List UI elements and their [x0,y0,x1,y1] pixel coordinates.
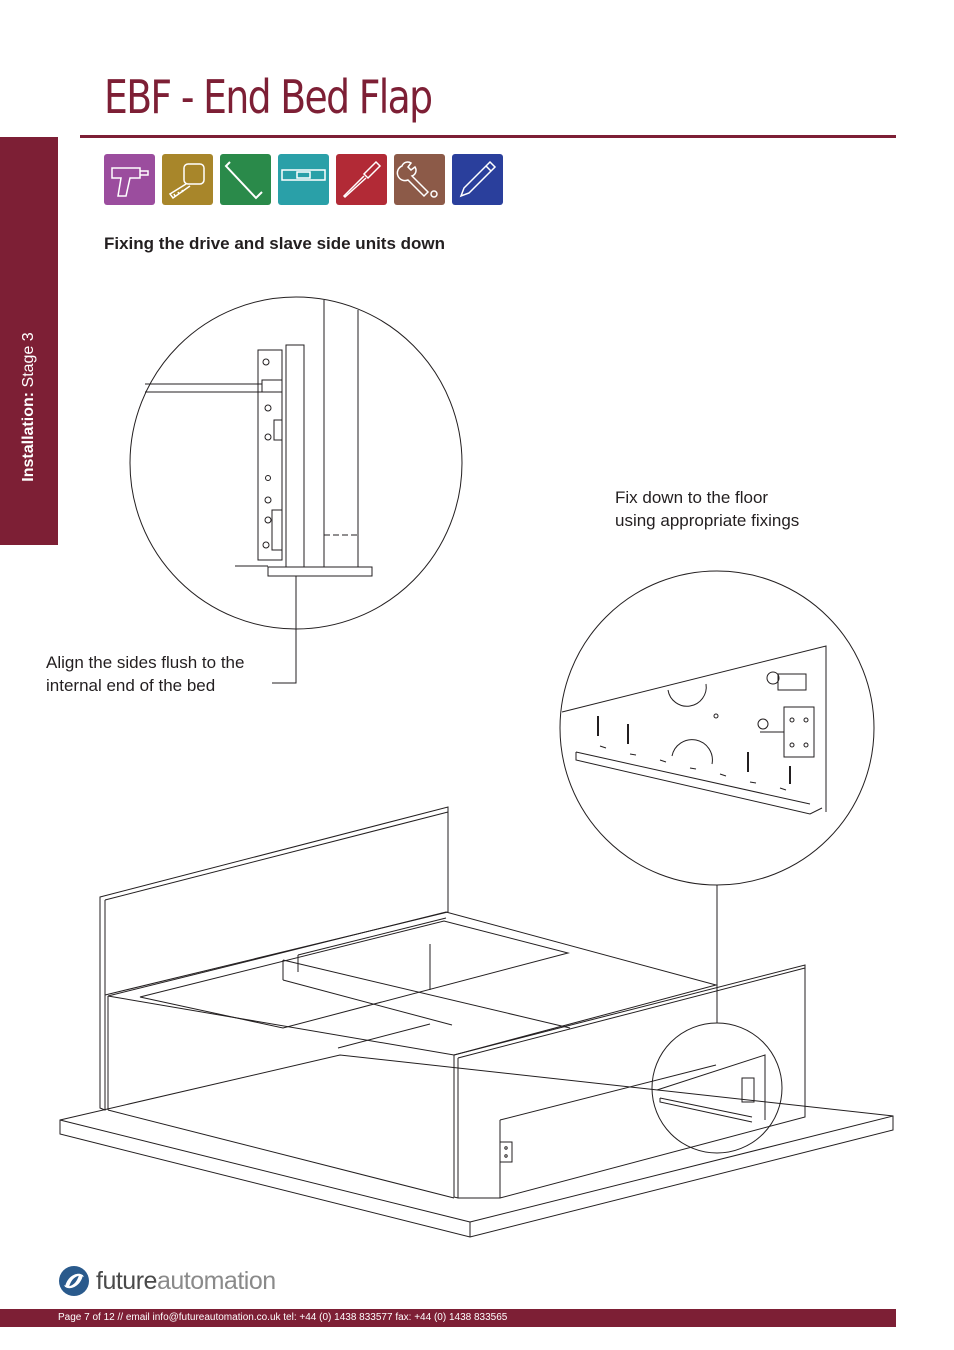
floor-base [59,1054,894,1238]
logo-text-future: future [96,1266,157,1295]
company-logo: futureautomation [56,1263,276,1299]
title-rule [80,135,896,138]
spirit-level-icon [278,154,329,205]
callout-fix-floor-line2: using appropriate fixings [615,511,800,530]
callout-align-flush-line2: internal end of the bed [46,676,216,695]
logo-text: futureautomation [96,1267,276,1296]
callout-align-flush-line1: Align the sides flush to the [46,653,245,672]
screwdriver-icon [336,154,387,205]
footer-contact-text: Page 7 of 12 // email info@futureautomat… [58,1312,508,1323]
spanner-icon [394,154,445,205]
footer-bar: Page 7 of 12 // email info@futureautomat… [0,1309,896,1327]
detail-circle-fixings [559,570,875,886]
logo-swirl-icon [59,1266,89,1296]
detail-circle-small [651,1022,783,1154]
tool-icons [104,154,503,205]
footboard-panel [453,964,806,1199]
logo-text-automation: automation [156,1266,276,1295]
tape-measure-icon [162,154,213,205]
page-title: EBF - End Bed Flap [104,70,433,124]
section-subheading: Fixing the drive and slave side units do… [104,234,446,253]
callout-fix-floor: Fix down to the floor using appropriate … [615,486,799,532]
pencil-icon [452,154,503,205]
sidebar-tab: Installation: Stage 3 [0,137,58,545]
headboard [99,806,449,1111]
allen-key-icon [220,154,271,205]
drill-icon [104,154,155,205]
callout-fix-floor-line1: Fix down to the floor [615,488,769,507]
callout-align-flush: Align the sides flush to the internal en… [46,651,244,697]
